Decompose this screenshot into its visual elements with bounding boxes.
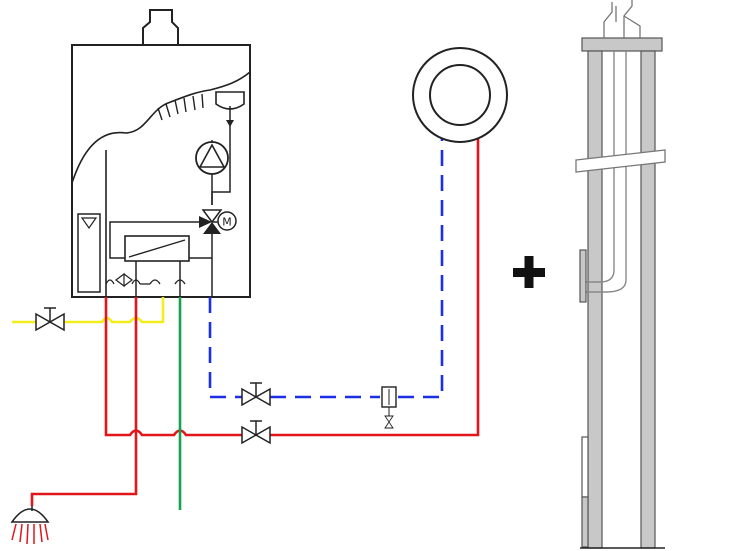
safety-valve-icon (115, 272, 133, 288)
gate-valve-icon (241, 382, 271, 407)
burner-teeth (157, 93, 204, 121)
filter-cartridge (77, 213, 101, 293)
gate-valve-icon (35, 307, 65, 332)
boiler-flue-collar (142, 9, 179, 46)
heating-flow-line (104, 118, 480, 445)
radiator-coil-icon (412, 47, 508, 143)
boiler-cutaway-edge (71, 71, 251, 184)
motorized-valve-icon: M (199, 209, 237, 234)
flue-pipe-icon (575, 0, 666, 549)
motor-label: M (222, 216, 232, 229)
gate-valve-icon (241, 420, 271, 445)
cold-feed-line (12, 297, 165, 332)
pump-icon (195, 141, 229, 175)
expansion-vessel (215, 91, 245, 110)
boiler-unit: M (71, 9, 251, 298)
hot-water-line (10, 297, 138, 545)
filter-icon (381, 386, 397, 429)
return-flow-line (208, 138, 444, 429)
relief-valve-icon (226, 120, 234, 127)
plus-icon (513, 256, 545, 288)
heat-exchanger-icon (124, 235, 190, 262)
shower-head-icon (10, 506, 50, 545)
